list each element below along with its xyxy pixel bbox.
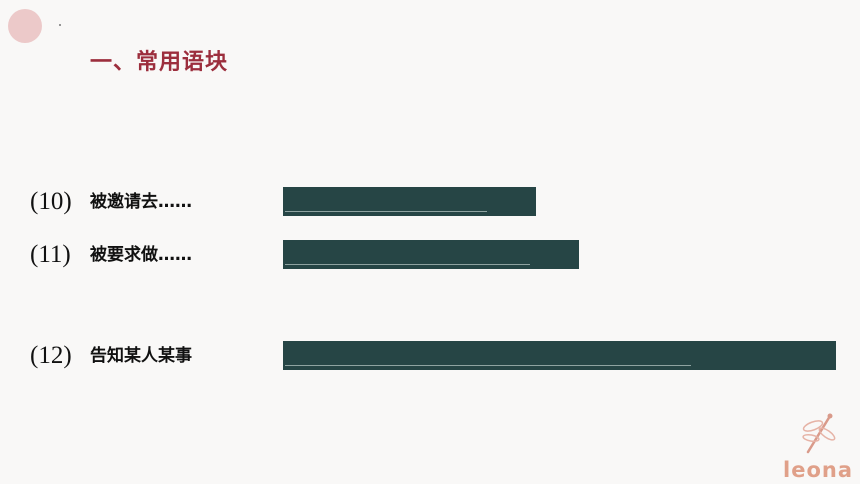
dragonfly-icon bbox=[802, 413, 836, 454]
item-number: (10) bbox=[30, 188, 72, 215]
answer-box[interactable] bbox=[283, 187, 536, 216]
item-number: (11) bbox=[30, 241, 71, 268]
logo-text: leona bbox=[783, 458, 853, 482]
answer-underline bbox=[285, 264, 530, 265]
decorative-circle bbox=[8, 9, 42, 43]
item-label: 被邀请去…… bbox=[90, 192, 192, 212]
list-item: (12) 告知某人某事 bbox=[0, 341, 860, 371]
answer-underline bbox=[285, 211, 487, 212]
answer-box[interactable] bbox=[283, 240, 579, 269]
answer-box[interactable] bbox=[283, 341, 836, 370]
item-label: 被要求做…… bbox=[90, 245, 192, 265]
list-item: (10) 被邀请去…… bbox=[0, 187, 860, 217]
item-number: (12) bbox=[30, 342, 72, 369]
answer-underline bbox=[285, 365, 691, 366]
list-item: (11) 被要求做…… bbox=[0, 240, 860, 270]
decorative-speck bbox=[59, 24, 61, 26]
item-label: 告知某人某事 bbox=[90, 346, 192, 366]
section-title: 一、常用语块 bbox=[90, 50, 229, 75]
